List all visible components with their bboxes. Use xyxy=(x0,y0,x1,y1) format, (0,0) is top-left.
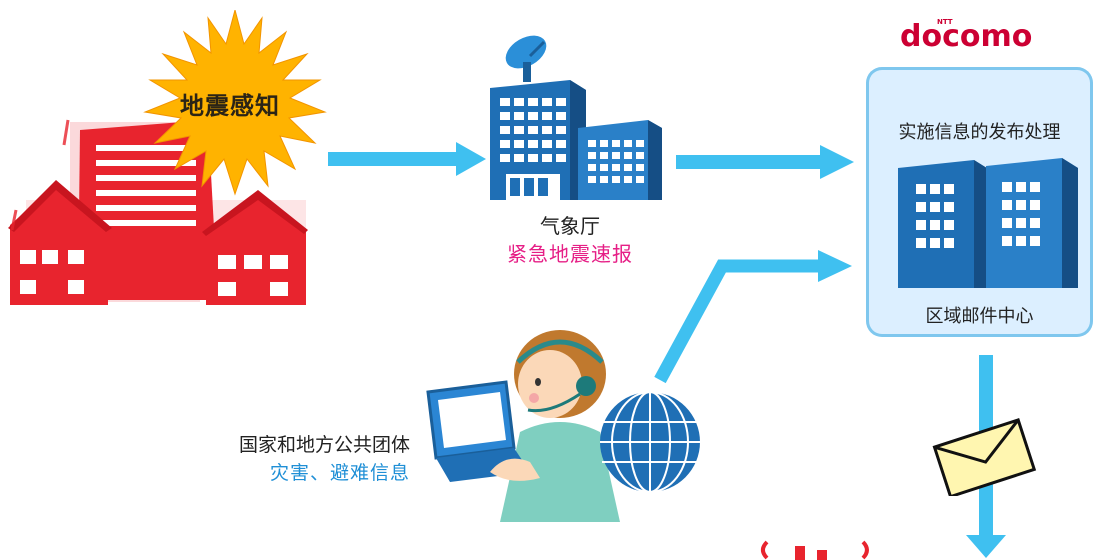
earthquake-burst-icon xyxy=(143,10,327,196)
jma-name-label: 气象厅 xyxy=(540,214,600,238)
arrow-jma-to-center xyxy=(676,145,854,179)
jma-service-label: 紧急地震速报 xyxy=(507,242,633,266)
disaster-info-label: 灾害、避难信息 xyxy=(269,462,410,484)
phone-signal-icon xyxy=(761,540,869,560)
mail-center-building-icon xyxy=(898,158,1078,288)
ntt-logo-text: NTT xyxy=(937,18,953,26)
operator-person-icon xyxy=(426,330,700,522)
arrow-quake-to-jma xyxy=(328,142,486,176)
jma-building-icon xyxy=(490,35,662,200)
center-process-label: 实施信息的发布处理 xyxy=(898,122,1061,143)
collapsing-houses-icon xyxy=(8,111,308,305)
mail-envelope-icon xyxy=(932,418,1037,496)
arrow-gov-to-center xyxy=(654,250,852,384)
docomo-logo: docomo xyxy=(900,19,1033,54)
government-label: 国家和地方公共团体 xyxy=(238,434,410,456)
earthquake-detection-label: 地震感知 xyxy=(180,92,280,120)
area-mail-center-label: 区域邮件中心 xyxy=(925,306,1034,327)
